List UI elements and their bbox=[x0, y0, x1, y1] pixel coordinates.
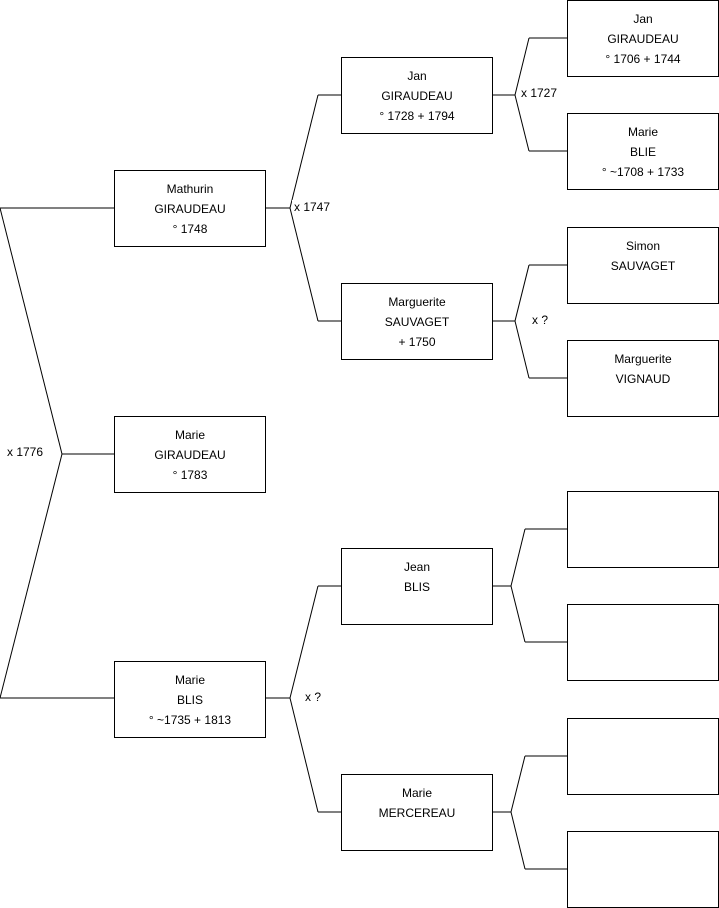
person-first-name: Marguerite bbox=[614, 352, 672, 366]
person-last-name: SAUVAGET bbox=[384, 315, 450, 329]
connector-line bbox=[514, 37, 530, 96]
person-last-name: VIGNAUD bbox=[615, 372, 671, 386]
person-box-great-grandmother-2[interactable]: Marguerite VIGNAUD bbox=[567, 340, 719, 417]
person-box-maternal-grandmother[interactable]: Marie MERCEREAU bbox=[341, 774, 493, 851]
connector-line bbox=[289, 697, 319, 813]
person-first-name: Marie bbox=[174, 428, 205, 442]
person-box-maternal-grandfather[interactable]: Jean BLIS bbox=[341, 548, 493, 625]
person-dates: ° 1706 + 1744 bbox=[605, 52, 681, 66]
person-first-name: Marie bbox=[401, 786, 432, 800]
connector-line bbox=[510, 755, 526, 813]
person-first-name: Mathurin bbox=[166, 182, 214, 196]
person-first-name: Marguerite bbox=[388, 295, 446, 309]
connector-line bbox=[289, 207, 319, 322]
person-last-name: GIRAUDEAU bbox=[607, 32, 679, 46]
connector-line bbox=[0, 453, 63, 699]
person-last-name: GIRAUDEAU bbox=[154, 448, 226, 462]
marriage-label-ggp-1: x 1727 bbox=[519, 86, 560, 100]
connector-line bbox=[514, 94, 530, 152]
person-first-name: Jan bbox=[633, 12, 653, 26]
person-box-great-grandfather-2[interactable]: Simon SAUVAGET bbox=[567, 227, 719, 304]
marriage-label-paternal-grandparents: x 1747 bbox=[292, 200, 333, 214]
person-box-great-grandmother-3[interactable] bbox=[567, 604, 719, 681]
connector-line bbox=[514, 264, 530, 322]
person-first-name: Marie bbox=[627, 125, 658, 139]
person-box-great-grandfather-3[interactable] bbox=[567, 491, 719, 568]
person-box-child[interactable]: Marie GIRAUDEAU ° 1783 bbox=[114, 416, 266, 493]
person-last-name: BLIS bbox=[176, 693, 203, 707]
connector-line bbox=[510, 585, 526, 643]
person-dates: ° ~1735 + 1813 bbox=[148, 713, 232, 727]
person-last-name: MERCEREAU bbox=[378, 806, 456, 820]
person-dates: + 1750 bbox=[398, 335, 436, 349]
connector-line bbox=[510, 811, 526, 870]
marriage-label-ggp-2: x ? bbox=[530, 313, 551, 327]
person-dates: ° ~1708 + 1733 bbox=[601, 165, 685, 179]
person-dates: ° 1783 bbox=[172, 468, 208, 482]
person-first-name: Simon bbox=[625, 239, 660, 253]
person-box-great-grandmother-1[interactable]: Marie BLIE ° ~1708 + 1733 bbox=[567, 113, 719, 190]
person-last-name: SAUVAGET bbox=[610, 259, 676, 273]
person-first-name: Jan bbox=[407, 69, 427, 83]
person-dates: ° 1728 + 1794 bbox=[379, 109, 455, 123]
person-last-name: BLIE bbox=[629, 145, 656, 159]
marriage-label-parents: x 1776 bbox=[5, 445, 46, 459]
person-box-mother[interactable]: Marie BLIS ° ~1735 + 1813 bbox=[114, 661, 266, 738]
connector-line bbox=[510, 528, 526, 587]
connector-line bbox=[289, 94, 319, 209]
person-last-name: GIRAUDEAU bbox=[154, 202, 226, 216]
marriage-label-maternal-grandparents: x ? bbox=[303, 690, 324, 704]
person-box-paternal-grandfather[interactable]: Jan GIRAUDEAU ° 1728 + 1794 bbox=[341, 57, 493, 134]
connector-line bbox=[0, 207, 63, 455]
person-box-great-grandfather-4[interactable] bbox=[567, 718, 719, 795]
person-last-name: GIRAUDEAU bbox=[381, 89, 453, 103]
person-dates: ° 1748 bbox=[172, 222, 208, 236]
person-first-name: Marie bbox=[174, 673, 205, 687]
person-last-name: BLIS bbox=[403, 580, 430, 594]
person-box-great-grandfather-1[interactable]: Jan GIRAUDEAU ° 1706 + 1744 bbox=[567, 0, 719, 77]
person-box-father[interactable]: Mathurin GIRAUDEAU ° 1748 bbox=[114, 170, 266, 247]
person-box-great-grandmother-4[interactable] bbox=[567, 831, 719, 908]
person-first-name: Jean bbox=[403, 560, 431, 574]
connector-line bbox=[514, 320, 530, 379]
person-box-paternal-grandmother[interactable]: Marguerite SAUVAGET + 1750 bbox=[341, 283, 493, 360]
connector-line bbox=[289, 585, 319, 699]
